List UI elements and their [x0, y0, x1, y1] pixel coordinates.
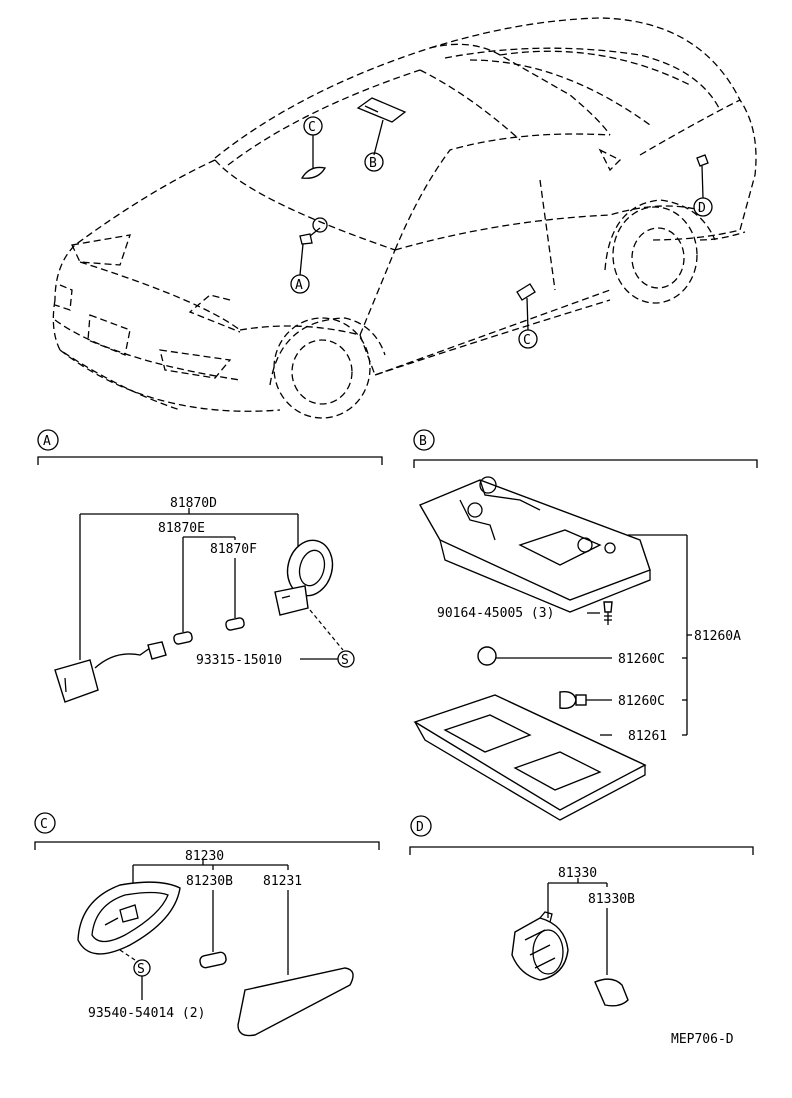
- callout-c-top: C: [308, 120, 316, 135]
- b-part-81260c-2: 81260C: [618, 694, 665, 709]
- d-part-81330: 81330: [558, 866, 597, 881]
- b-part-81260c-1: 81260C: [618, 652, 665, 667]
- c-part-81231: 81231: [263, 874, 302, 889]
- socket-81330: [511, 917, 569, 981]
- section-c-letter: C: [40, 817, 48, 832]
- a-part-81870e: 81870E: [158, 521, 205, 536]
- section-d: D 81330 81330B: [409, 815, 754, 1007]
- b-part-81261: 81261: [628, 729, 667, 744]
- b-part-90164: 90164-45005 (3): [437, 606, 554, 621]
- bulb-81870f: [225, 617, 245, 631]
- a-part-93315: 93315-15010: [196, 653, 282, 668]
- bulb-81330b: [594, 978, 629, 1007]
- section-a-letter: A: [43, 434, 51, 449]
- bulb-81230b: [199, 951, 227, 969]
- bulb-81870e: [173, 631, 193, 645]
- section-b-letter: B: [419, 434, 427, 449]
- callout-c-door: C: [523, 333, 531, 348]
- screw-90164: [603, 601, 613, 613]
- diagram-code: MEP706-D: [671, 1032, 734, 1047]
- b-part-81260a: 81260A: [694, 629, 741, 644]
- courtesy-lamp-housing: [77, 881, 181, 955]
- d-part-81330b: 81330B: [588, 892, 635, 907]
- c-part-93540: 93540-54014 (2): [88, 1006, 205, 1021]
- a-part-81870f: 81870F: [210, 542, 257, 557]
- sensor-module: [54, 659, 99, 703]
- c-fastener-symbol: S: [137, 962, 145, 977]
- a-fastener-symbol: S: [341, 653, 349, 668]
- section-d-letter: D: [416, 820, 424, 835]
- a-part-81870d: 81870D: [170, 496, 217, 511]
- callout-d: D: [698, 201, 706, 216]
- connector: [147, 641, 167, 660]
- c-part-81230b: 81230B: [186, 874, 233, 889]
- callout-b: B: [369, 156, 377, 171]
- bulb-81260c-wedge: [559, 690, 577, 710]
- car-callouts: B C A C D: [290, 97, 713, 349]
- section-a: A 81870D 81870E 81870F S 93315-15010: [37, 429, 383, 703]
- callout-a: A: [295, 278, 303, 293]
- c-part-81230: 81230: [185, 849, 224, 864]
- car-outline: [52, 17, 757, 419]
- lens-81231: [237, 967, 354, 1037]
- bulb-81260c-round: [477, 646, 497, 666]
- section-c: C 81230 81230B 81231 S 93540-54014 (2): [34, 812, 380, 1037]
- section-b: B 81260A 90164-45005 (3) 81260C 81260C: [413, 429, 758, 821]
